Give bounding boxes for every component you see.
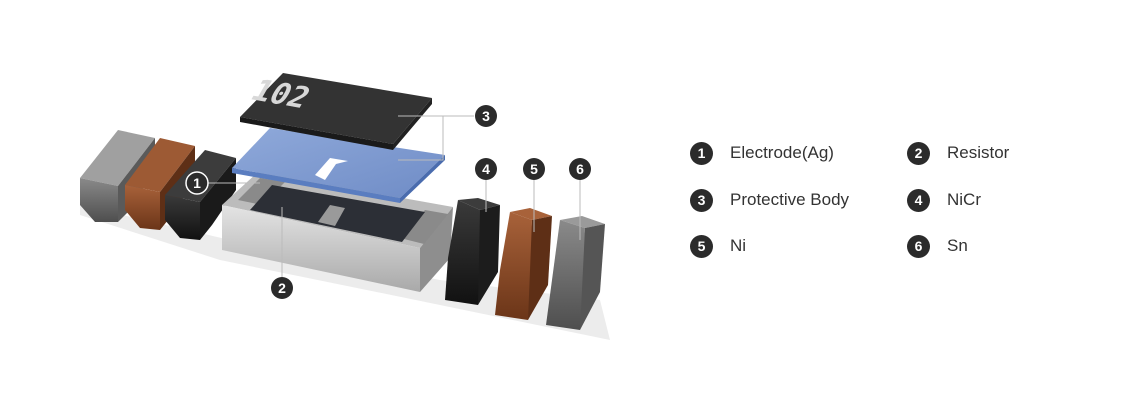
legend-item-ni: 5 Ni: [690, 234, 746, 258]
protective-inner-layer: [232, 128, 445, 203]
legend-label: Protective Body: [730, 190, 850, 209]
legend-number-badge: 1: [690, 141, 713, 165]
marker-1-label: 1: [193, 175, 201, 191]
legend-label: Electrode(Ag): [730, 143, 834, 162]
resistor-trim: [318, 205, 345, 226]
legend-label: Resistor: [947, 143, 1010, 162]
legend-number-badge: 5: [690, 234, 713, 258]
marker-2: 2: [271, 277, 293, 299]
marker-6-label: 6: [576, 161, 584, 177]
right-cap-ni: [495, 208, 552, 320]
electrode-left: [238, 178, 285, 205]
legend-number-badge: 2: [907, 141, 930, 165]
legend-item-sn: 6 Sn: [907, 234, 968, 258]
legend-number-badge: 4: [907, 188, 930, 212]
legend-item-protective-body: 3 Protective Body: [690, 188, 849, 212]
legend-label: Sn: [947, 236, 968, 255]
marker-4: 4: [475, 158, 497, 180]
right-cap-sn: [546, 216, 605, 330]
marker-2-label: 2: [278, 280, 286, 296]
legend-item-electrode: 1 Electrode(Ag): [690, 141, 834, 165]
marker-5: 5: [523, 158, 545, 180]
legend-item-nicr: 4 NiCr: [907, 188, 981, 212]
marker-3-label: 3: [482, 108, 490, 124]
legend-number-badge: 6: [907, 234, 930, 258]
right-cap-nicr: [445, 198, 500, 305]
marker-1: 1: [185, 171, 209, 195]
legend-label: NiCr: [947, 190, 981, 209]
marker-6: 6: [569, 158, 591, 180]
legend-label: Ni: [730, 236, 747, 255]
electrode-right: [400, 210, 448, 244]
marker-5-label: 5: [530, 161, 538, 177]
legend-item-resistor: 2 Resistor: [907, 141, 1009, 165]
legend-number-badge: 3: [690, 188, 713, 212]
leader-lines: [208, 115, 581, 278]
marker-4-label: 4: [482, 161, 490, 177]
marker-3: 3: [475, 105, 497, 127]
